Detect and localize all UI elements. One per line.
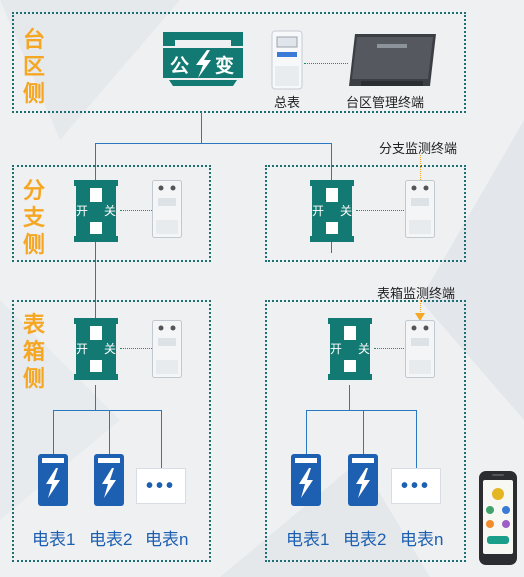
switch-open-char: 开 [312,204,325,218]
callout-line [420,155,421,180]
more-meters-box: ••• [391,468,441,504]
wire [53,410,161,411]
transformer-left-char: 公 [170,56,190,77]
transformer: 公 变 [163,32,243,86]
meter-icon [38,454,68,506]
area-terminal-label: 台区管理终端 [346,95,425,110]
meter-label: 电表2 [89,530,133,549]
branch-monitor-right [405,180,435,238]
box-terminal-label: 表箱监测终端 [377,286,456,301]
area-management-terminal [349,34,436,90]
box-monitor-right [405,320,435,378]
switch-open-char: 开 [330,342,343,356]
wire [306,410,307,454]
box-zone-label: 表箱侧 [22,312,45,391]
wire [109,410,110,454]
box-zone-right [265,300,466,562]
switch-close-char: 关 [104,204,117,218]
branch-switch-left: 开 关 [74,180,118,242]
box-monitor-left [152,320,182,378]
wire [331,143,332,180]
wire [201,112,202,143]
callout-arrow-icon [415,313,425,321]
station-zone-label: 台区侧 [22,27,45,106]
meter-label: 电表n [145,530,189,549]
comm-link [120,210,152,211]
switch-close-char: 关 [340,204,353,218]
switch-close-char: 关 [104,342,117,356]
transformer-right-char: 变 [215,56,235,77]
meter-icon [291,454,321,506]
meter-icon [94,454,124,506]
wire [306,410,416,411]
comm-link [304,63,348,64]
switch-close-char: 关 [358,342,371,356]
box-switch-left: 开 关 [74,318,118,380]
branch-terminal-label: 分支监测终端 [379,141,458,156]
main-meter [271,30,303,90]
comm-link [356,210,404,211]
callout-line [420,300,421,316]
wire [349,385,350,410]
station-zone [12,12,466,113]
wire [416,410,417,468]
wire [95,143,331,144]
meter-label: 电表1 [286,530,330,549]
wire [95,143,96,180]
wire [363,410,364,454]
branch-zone-label: 分支侧 [22,178,45,257]
comm-link [374,348,406,349]
meter-icon [348,454,378,506]
more-meters-box: ••• [136,468,186,504]
wire [95,385,96,410]
branch-zone-right [265,165,466,262]
switch-open-char: 开 [76,204,89,218]
box-zone-left [12,300,211,562]
box-switch-right: 开 关 [328,318,372,380]
wire [161,410,162,468]
wire [53,410,54,454]
meter-label: 电表1 [32,530,76,549]
wire [331,252,332,253]
wire [95,242,96,322]
meter-label: 电表2 [343,530,387,549]
main-meter-label: 总表 [274,95,301,110]
handheld-device [478,470,518,566]
branch-switch-right: 开 关 [310,180,354,242]
meter-label: 电表n [400,530,444,549]
branch-monitor-left [152,180,182,238]
comm-link [120,348,152,349]
wire [331,242,332,252]
switch-open-char: 开 [76,342,89,356]
branch-zone-left [12,165,211,262]
